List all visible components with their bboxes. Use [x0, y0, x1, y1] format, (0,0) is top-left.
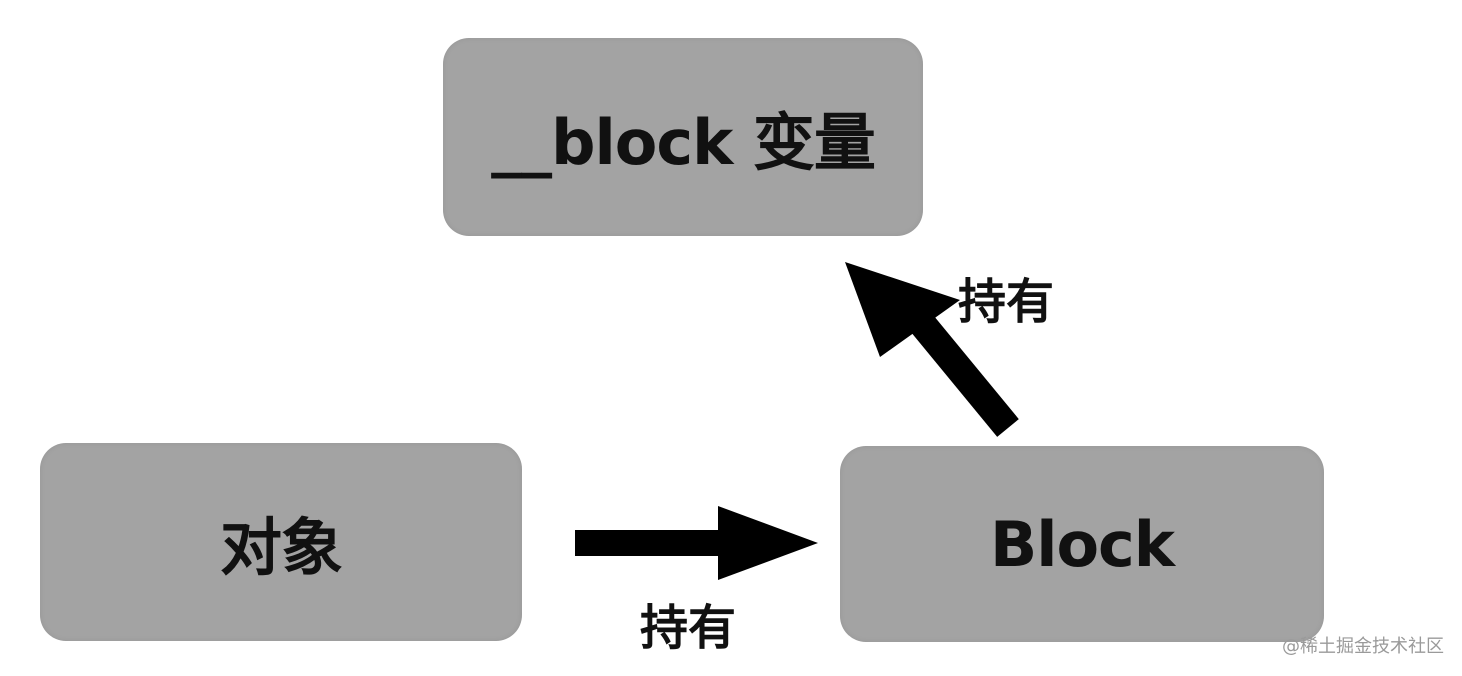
arrow-block-to-variable [845, 262, 1019, 437]
edge-label-object-to-block: 持有 [640, 600, 737, 656]
arrow-object-to-block [575, 506, 818, 580]
watermark: @稀土掘金技术社区 [1282, 636, 1444, 657]
node-block-label: Block [989, 507, 1175, 581]
node-block: Block [840, 446, 1324, 642]
node-block-variable-label: __block 变量 [491, 106, 876, 179]
node-object: 对象 [40, 443, 522, 641]
node-object-label: 对象 [219, 511, 343, 584]
edge-label-block-to-variable: 持有 [958, 274, 1055, 330]
node-block-variable: __block 变量 [443, 38, 923, 236]
